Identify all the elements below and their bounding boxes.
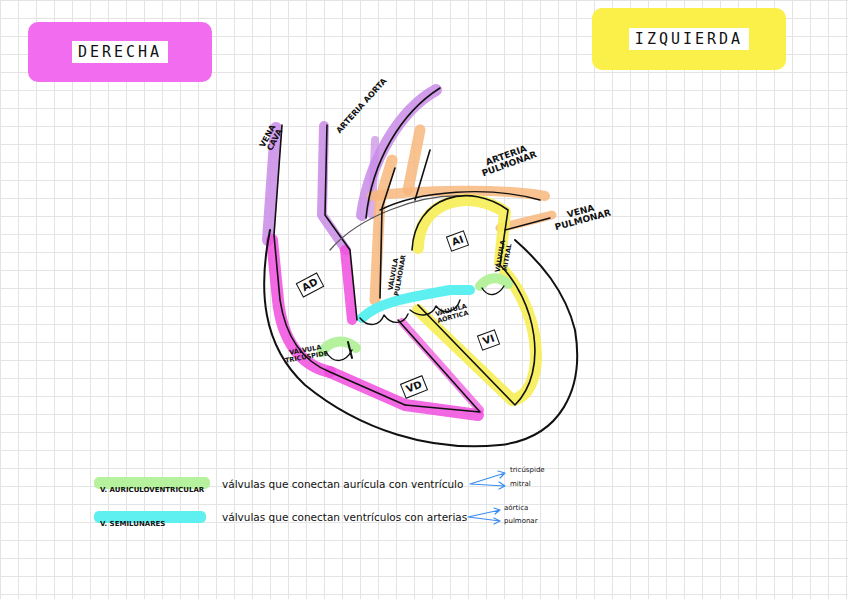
chamber-label: VD xyxy=(404,378,423,394)
chamber-label: VI xyxy=(482,332,497,346)
part-label: ARTERIA AORTA xyxy=(322,62,402,149)
legend-text: V. AURICULOVENTRICULAR xyxy=(94,484,210,496)
note-text: válvulas que conectan aurícula con ventr… xyxy=(222,478,463,490)
chamber-box: VD xyxy=(400,375,428,399)
chamber-box: AI xyxy=(446,230,470,252)
legend-item: V. SEMILUNARES xyxy=(94,511,171,530)
side-label-box: IZQUIERDA xyxy=(592,8,786,70)
note-text: válvulas que conectan ventrículos con ar… xyxy=(222,511,467,523)
side-label-box: DERECHA xyxy=(28,22,212,82)
part-label: VÁLVULA TRICÚSPIDE xyxy=(280,343,332,365)
note-text: mitral xyxy=(510,480,531,488)
part-label: VÁLVULA MITRAL xyxy=(493,234,514,280)
chamber-box: VI xyxy=(477,329,501,351)
note-text: pulmonar xyxy=(504,517,538,525)
part-label: VENA PULMONAR xyxy=(543,197,621,235)
chamber-label: AI xyxy=(451,233,466,247)
side-label: IZQUIERDA xyxy=(629,28,749,50)
note-text: tricúspide xyxy=(510,466,545,474)
part-label: VENA CAVA xyxy=(257,119,288,157)
part-label: ARTERIA PULMONAR xyxy=(464,136,551,183)
chamber-label: AD xyxy=(300,276,319,293)
legend-text: V. SEMILUNARES xyxy=(94,518,171,530)
note-text: aórtica xyxy=(504,504,528,512)
legend-item: V. AURICULOVENTRICULAR xyxy=(94,477,210,496)
part-label: VÁLVULA AÓRTICA xyxy=(427,301,477,327)
chamber-box: AD xyxy=(296,272,325,297)
part-label: VÁLVULA PULMONAR xyxy=(386,248,408,302)
side-label: DERECHA xyxy=(72,41,168,63)
